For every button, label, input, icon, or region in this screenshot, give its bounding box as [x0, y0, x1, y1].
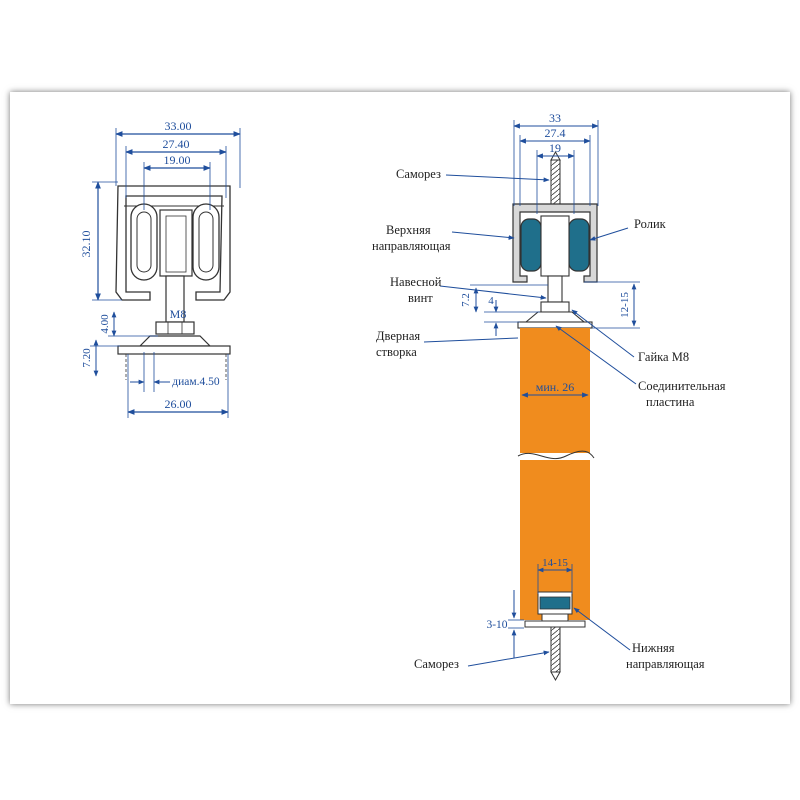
roller-left	[520, 218, 542, 272]
left-dim-h-b: 7.20	[81, 348, 93, 368]
left-dim-plate-width: 26.00	[165, 397, 192, 411]
label-roller: Ролик	[634, 217, 667, 231]
label-plate-2: пластина	[646, 395, 695, 409]
label-hang-screw-1: Навесной	[390, 275, 442, 289]
left-dim-height: 32.10	[79, 231, 93, 258]
left-dim-h-a: 4.00	[99, 314, 111, 334]
label-bottom-rail-2: направляющая	[626, 657, 705, 671]
door-leaf-upper	[520, 328, 590, 453]
right-dim-bottom-width: 14-15	[542, 557, 568, 569]
top-screw	[550, 159, 561, 207]
label-door-leaf-1: Дверная	[376, 329, 420, 343]
label-door-leaf-2: створка	[376, 345, 417, 359]
right-dim-gap: 12-15	[619, 292, 631, 318]
right-dim-outer: 33	[549, 111, 561, 125]
label-top-rail-1: Верхняя	[386, 223, 431, 237]
right-dim-h-screw: 7.2	[460, 293, 472, 307]
right-view: 33 27.4 19 7.2 4 12-15 мин. 26 14-15	[372, 111, 726, 682]
label-hang-screw-2: винт	[408, 291, 433, 305]
nut-m8	[540, 301, 570, 313]
left-wheel-left	[130, 203, 158, 281]
bottom-guide	[539, 596, 571, 610]
right-dim-h-small: 4	[488, 295, 494, 307]
roller-right	[568, 218, 590, 272]
label-top-rail-2: направляющая	[372, 239, 451, 253]
connecting-plate	[524, 311, 586, 323]
right-dim-door-min: мин. 26	[536, 380, 574, 394]
left-rail-bracket	[115, 185, 231, 301]
left-dim-mid: 27.40	[163, 137, 190, 151]
left-wheel-right	[192, 203, 220, 281]
left-dim-inner: 19.00	[164, 153, 191, 167]
right-dim-bottom-gap: 3-10	[486, 619, 507, 631]
right-dim-mid: 27.4	[545, 126, 566, 140]
label-plate-1: Соединительная	[638, 379, 726, 393]
left-dim-diameter: диам.4.50	[172, 376, 220, 388]
label-screw-bottom: Саморез	[414, 657, 459, 671]
right-dim-inner: 19	[549, 141, 561, 155]
label-bottom-rail-1: Нижняя	[632, 641, 675, 655]
bottom-screw	[550, 626, 561, 673]
label-nut: Гайка M8	[638, 350, 689, 364]
left-view: 33.00 27.40 19.00 32.10 M8 4.00 7.20 диа…	[79, 119, 241, 418]
left-dim-thread: M8	[170, 307, 187, 321]
label-screw-top: Саморез	[396, 167, 441, 181]
hanging-bolt	[547, 275, 563, 303]
left-nut	[155, 321, 195, 335]
left-dim-outer: 33.00	[165, 119, 192, 133]
